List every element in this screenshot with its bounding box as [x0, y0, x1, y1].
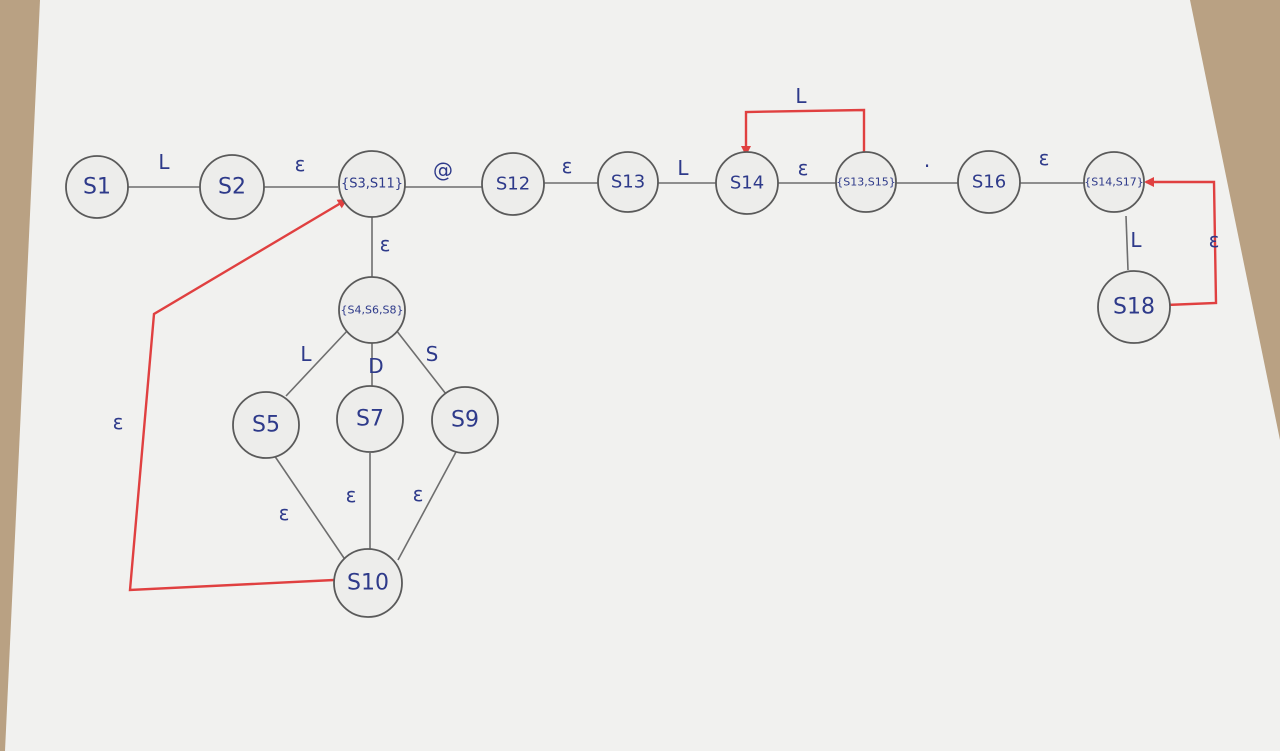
node-s14-label: S14 [730, 173, 764, 194]
node-s18: S18 [1097, 270, 1171, 344]
node-s9-label: S9 [451, 408, 479, 433]
node-s12: S12 [481, 152, 545, 216]
node-s5-label: S5 [252, 413, 280, 438]
node-s1: S1 [65, 155, 129, 219]
red-edge-s15-s14 [741, 108, 866, 160]
node-s7: S7 [336, 385, 404, 453]
node-s14-s17-label: {S14,S17} [1084, 176, 1143, 189]
paper-sheet [5, 0, 1280, 751]
node-s13: S13 [597, 151, 659, 213]
node-s13-s15: {S13,S15} [835, 151, 897, 213]
label-loop-s18-s17: ε [1209, 228, 1220, 252]
label-s2-s3: ε [295, 152, 306, 176]
node-s13-label: S13 [611, 172, 645, 193]
label-s4-s5: L [300, 342, 312, 366]
label-s4-s7: D [368, 354, 383, 378]
label-s16-s17: ε [1039, 146, 1050, 170]
label-s7-s10: ε [346, 483, 357, 507]
node-s13-s15-label: {S13,S15} [836, 176, 895, 189]
node-s18-label: S18 [1113, 295, 1155, 320]
label-s15-s16: · [924, 154, 930, 178]
edge-s5-s10 [273, 454, 347, 562]
edge-s4-s9 [395, 329, 447, 395]
node-s9: S9 [431, 386, 499, 454]
label-s9-s10: ε [413, 482, 424, 506]
node-s3-s11-label: {S3,S11} [341, 177, 403, 192]
node-s2-label: S2 [218, 175, 246, 200]
label-s3-s12: @ [433, 158, 453, 182]
node-s16: S16 [957, 150, 1021, 214]
node-s12-label: S12 [496, 174, 530, 195]
node-s1-label: S1 [83, 175, 111, 200]
red-edge-s10-s3 [128, 198, 348, 592]
node-s10-label: S10 [347, 571, 389, 596]
node-s4-s6-s8: {S4,S6,S8} [338, 276, 406, 344]
edge-s9-s10 [397, 451, 457, 561]
red-edge-s18-s17 [1144, 177, 1218, 307]
label-s13-s14: L [677, 156, 689, 180]
node-s14-s17: {S14,S17} [1083, 151, 1145, 213]
label-s4-s9: S [426, 342, 439, 366]
node-s4-s6-s8-label: {S4,S6,S8} [341, 304, 404, 317]
label-s17-s18: L [1130, 228, 1142, 252]
label-s5-s10: ε [279, 501, 290, 525]
node-s14: S14 [715, 151, 779, 215]
edge-s17-s18 [1125, 215, 1129, 271]
label-loop-s15-s14: L [795, 84, 807, 108]
node-s5: S5 [232, 391, 300, 459]
node-s16-label: S16 [972, 172, 1006, 193]
label-s3-s4: ε [380, 232, 391, 256]
label-s12-s13: ε [562, 154, 573, 178]
node-s3-s11: {S3,S11} [338, 150, 406, 218]
label-s1-s2: L [158, 150, 170, 174]
label-s14-s15: ε [798, 156, 809, 180]
node-s7-label: S7 [356, 407, 384, 432]
label-s10-s3: ε [113, 410, 124, 434]
node-s10: S10 [333, 548, 403, 618]
edge-s4-s5 [285, 329, 349, 397]
node-s2: S2 [199, 154, 265, 220]
